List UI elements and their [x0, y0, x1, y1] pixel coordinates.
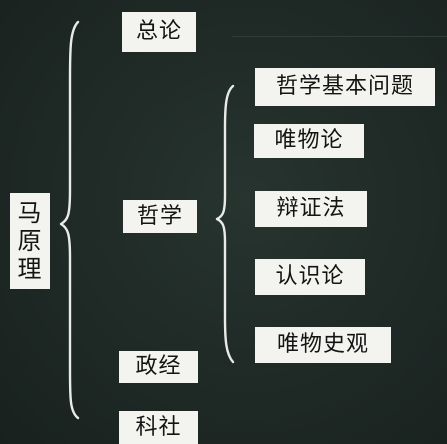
branch-zhexue: 哲学	[123, 200, 197, 233]
root-brace	[59, 20, 80, 420]
zhexue-child-2: 唯物论	[254, 124, 364, 158]
branch-zhengjing: 政经	[119, 351, 198, 383]
root-node: 马 原 理	[10, 193, 50, 289]
zhexue-child-4: 认识论	[255, 259, 365, 295]
root-char-2: 原	[17, 227, 43, 255]
background-line	[232, 36, 447, 37]
branch-zonglun: 总论	[122, 12, 196, 52]
root-char-1: 马	[17, 199, 43, 227]
zhexue-child-3: 辩证法	[255, 191, 367, 227]
zhexue-child-1: 哲学基本问题	[255, 68, 435, 106]
branch-keshe: 科社	[119, 411, 198, 444]
root-char-3: 理	[17, 255, 43, 283]
zhexue-brace	[215, 84, 235, 364]
zhexue-child-5: 唯物史观	[255, 327, 391, 363]
